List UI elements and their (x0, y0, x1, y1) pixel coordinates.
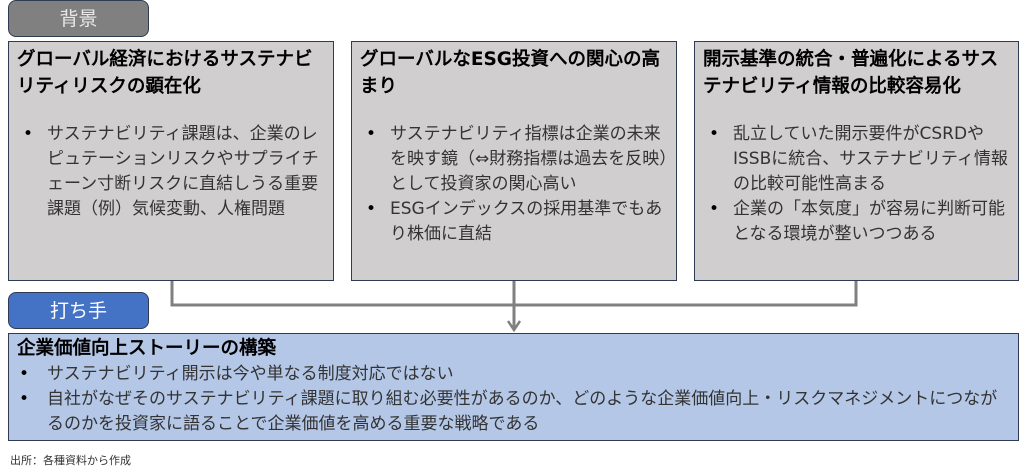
box-title: 開示基準の統合・普遍化によるサステナビリティ情報の比較容易化 (703, 49, 999, 97)
result-box: 企業価値向上ストーリーの構築 サステナビリティ開示は今や単なる制度対応ではない自… (8, 333, 1019, 441)
box-title: グローバル経済におけるサステナビリティリスクの顕在化 (17, 49, 313, 97)
bullet: 乱立していた開示要件がCSRDやISSBに統合、サステナビリティ情報の比較可能性… (703, 122, 1010, 197)
bullet: サステナビリティ課題は、企業のレピュテーションリスクやサプライチェーン寸断リスク… (17, 122, 325, 222)
background-box-3: 開示基準の統合・普遍化によるサステナビリティ情報の比較容易化 乱立していた開示要… (694, 41, 1019, 281)
bullet: ESGインデックスの採用基準でもあり株価に直結 (360, 197, 668, 247)
arrow-head-icon (506, 320, 522, 333)
bullet: サステナビリティ指標は企業の未来を映す鏡（⇔財務指標は過去を反映）として投資家の… (360, 122, 668, 197)
action-tag: 打ち手 (8, 292, 149, 329)
bullet: サステナビリティ開示は今や単なる制度対応ではない (17, 362, 1010, 387)
bullet: 自社がなぜそのサステナビリティ課題に取り組む必要性があるのか、どのような企業価値… (17, 387, 1010, 437)
background-box-1: グローバル経済におけるサステナビリティリスクの顕在化 サステナビリティ課題は、企… (8, 41, 334, 281)
background-box-2: グローバルなESG投資への関心の高まり サステナビリティ指標は企業の未来を映す鏡… (351, 41, 677, 281)
bullet: 企業の「本気度」が容易に判断可能となる環境が整いつつある (703, 197, 1010, 247)
background-tag: 背景 (8, 0, 149, 37)
box-title: グローバルなESG投資への関心の高まり (360, 49, 660, 97)
result-title: 企業価値向上ストーリーの構築 (17, 338, 277, 359)
source-note: 出所：各種資料から作成 (10, 454, 131, 467)
